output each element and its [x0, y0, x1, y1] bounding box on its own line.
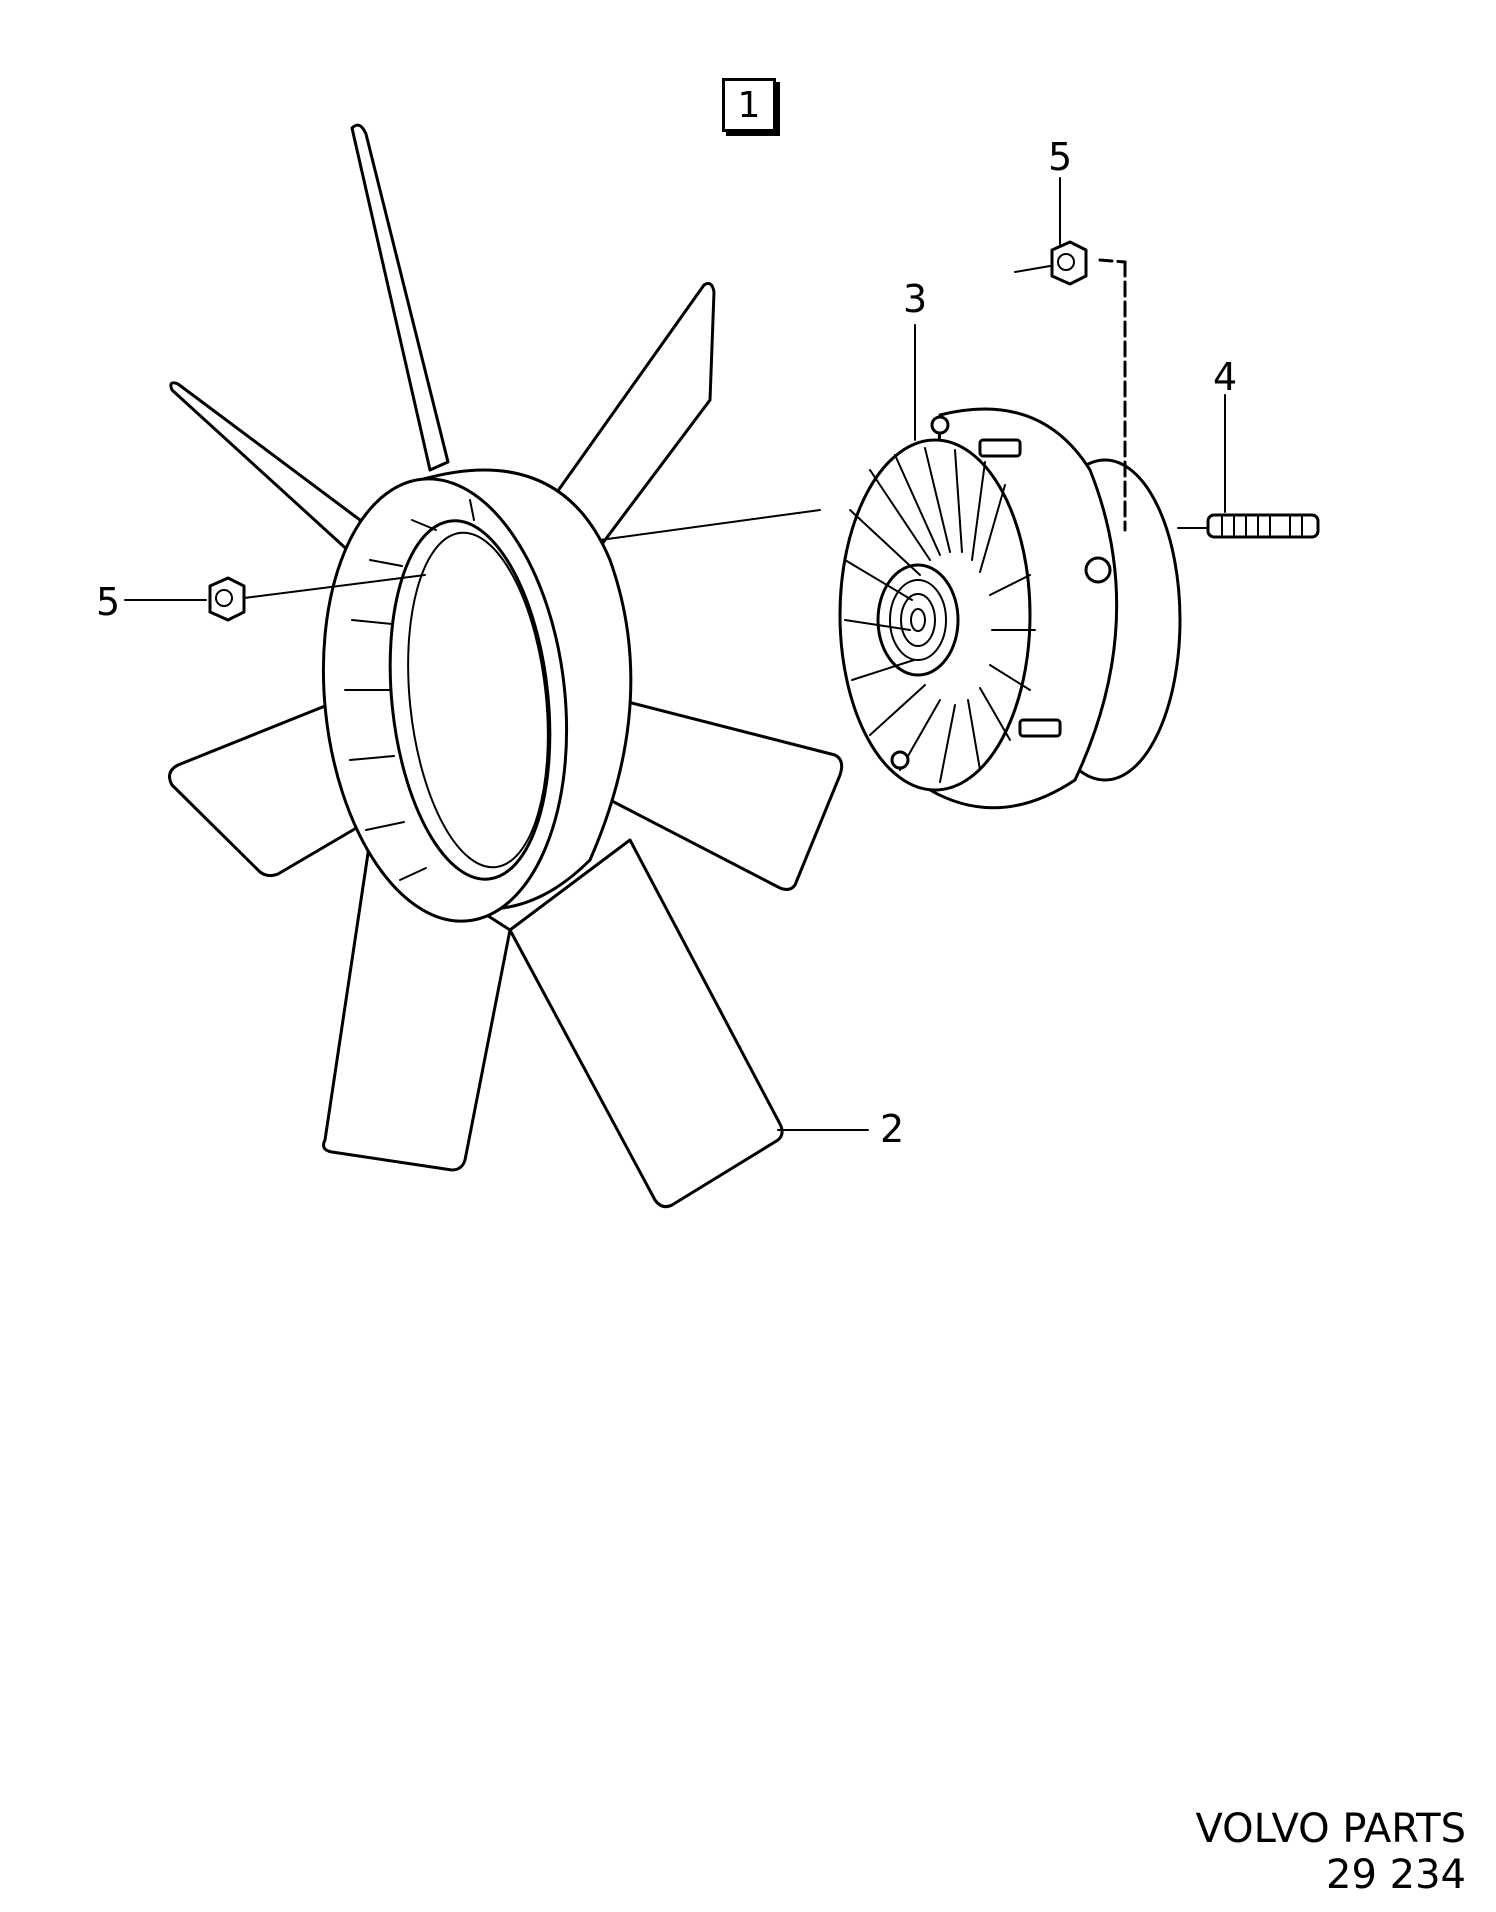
fan-clutch-illustration	[838, 407, 1182, 810]
group-number-box: 1	[722, 78, 776, 132]
fan-hub-inner-ring	[388, 519, 552, 881]
callout-stud: 4	[1213, 355, 1238, 399]
stud-illustration	[1177, 513, 1320, 539]
fan-blade-upper-left	[169, 381, 377, 577]
nut-top-illustration	[1014, 240, 1088, 286]
clutch-bolts	[890, 415, 1112, 770]
fan-blade-upper-right	[553, 282, 716, 562]
clutch-centre-spiral	[876, 563, 960, 677]
drawing-number: 29 234	[1326, 1852, 1466, 1898]
drawing-footer: VOLVO PARTS 29 234	[1195, 1806, 1466, 1898]
assembly-lines	[124, 177, 1226, 1131]
callout-fan-clutch: 3	[903, 277, 928, 321]
fan-hub-ribs	[344, 499, 475, 881]
callout-nut-top: 5	[1048, 135, 1073, 179]
callout-fan: 2	[880, 1107, 905, 1151]
fan-blade-left	[168, 698, 372, 878]
fan-blade-lower-right	[508, 838, 784, 1209]
nut-left-illustration	[208, 576, 246, 622]
fan-illustration	[168, 123, 844, 1209]
fan-blade-right	[608, 698, 844, 891]
callout-nut-left: 5	[96, 580, 121, 624]
brand-label: VOLVO PARTS	[1195, 1806, 1466, 1852]
fan-blade-top	[350, 123, 450, 472]
